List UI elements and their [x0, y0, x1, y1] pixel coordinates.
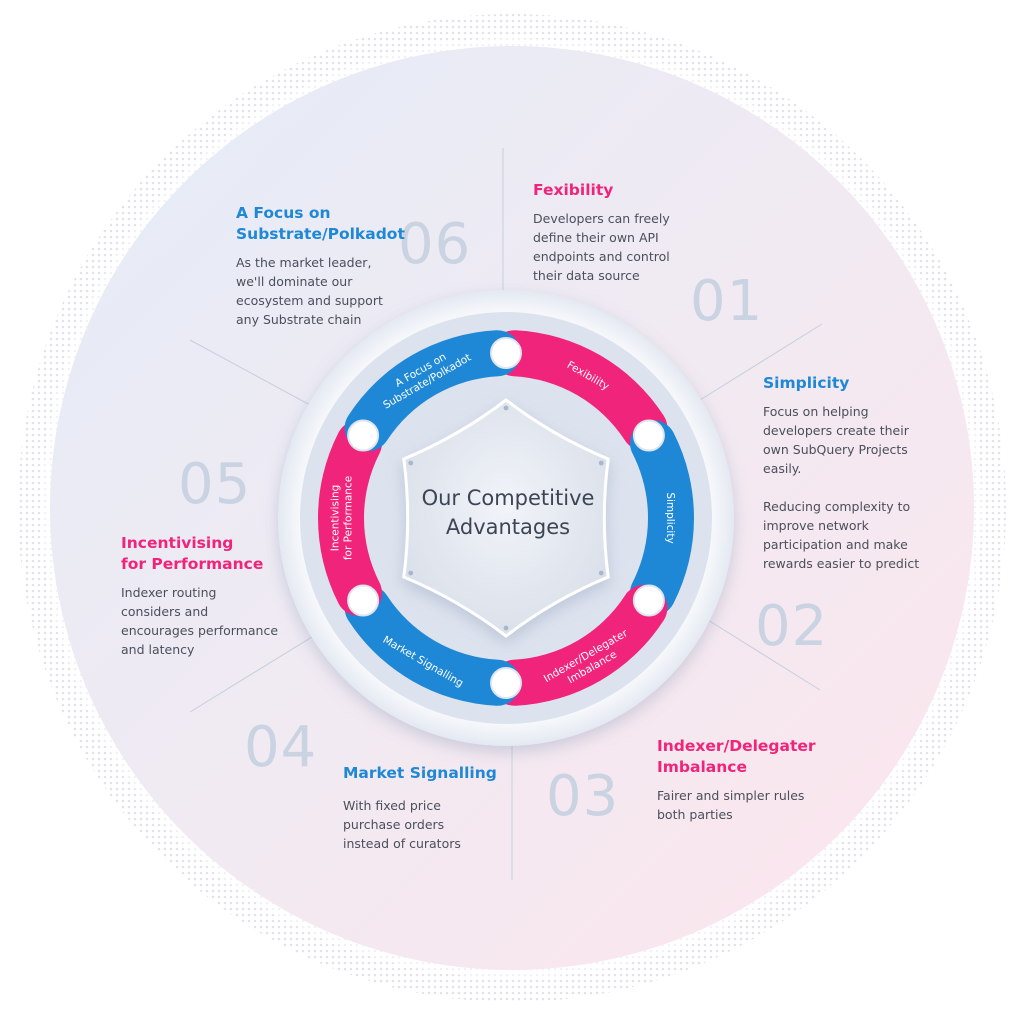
- ring-segment-02: [630, 420, 694, 616]
- title-line: Market Signalling: [343, 764, 497, 782]
- advantage-title: A Focus on Substrate/Polkadot: [236, 203, 436, 245]
- advantage-description: With fixed price purchase orders instead…: [343, 796, 543, 853]
- hex-corner-dot: [598, 570, 604, 576]
- desc-line: [763, 478, 963, 497]
- desc-line: define their own API: [533, 230, 659, 245]
- desc-line: own SubQuery Projects: [763, 442, 908, 457]
- desc-line: Fairer and simpler rules: [657, 788, 805, 803]
- desc-line: Reducing complexity to: [763, 499, 911, 514]
- desc-line: both parties: [657, 807, 733, 822]
- ring-label-line: Simplicity: [664, 492, 676, 543]
- ring-label-02: Simplicity: [664, 492, 676, 543]
- advantage-title: Indexer/Delegater Imbalance: [657, 736, 857, 778]
- hex-corner-dot: [503, 625, 509, 631]
- step-number-02: 02: [755, 594, 829, 659]
- desc-line: instead of curators: [343, 836, 461, 851]
- advantage-description: Focus on helping developers create their…: [763, 402, 963, 573]
- ring-connector-knob: [632, 419, 665, 452]
- desc-line: considers and: [121, 604, 209, 619]
- ring-segment-01: [491, 330, 668, 452]
- center-title: Our Competitive Advantages: [392, 484, 624, 542]
- desc-line: rewards easier to predict: [763, 556, 920, 571]
- advantage-indexer-delegater-imbalance: Indexer/Delegater Imbalance Fairer and s…: [657, 736, 857, 824]
- step-number-06: 06: [398, 212, 472, 277]
- advantage-simplicity: Simplicity Focus on helping developers c…: [763, 373, 963, 573]
- desc-line: improve network: [763, 518, 869, 533]
- ring-connector-knob: [347, 584, 380, 617]
- desc-line: Focus on helping: [763, 404, 869, 419]
- advantage-focus-on-substrate-polkadot: A Focus on Substrate/Polkadot As the mar…: [236, 203, 436, 329]
- advantage-title: Simplicity: [763, 373, 963, 394]
- title-line: Incentivising: [121, 534, 234, 552]
- desc-line: easily.: [763, 461, 802, 476]
- advantage-description: As the market leader, we'll dominate our…: [236, 253, 436, 329]
- center-title-line2: Advantages: [445, 515, 571, 539]
- desc-line: purchase orders: [343, 817, 445, 832]
- desc-line: endpoints and control: [533, 249, 670, 264]
- desc-line: As the market leader,: [236, 255, 372, 270]
- title-line: Substrate/Polkadot: [236, 225, 405, 243]
- advantage-description: Fairer and simpler rules both parties: [657, 786, 857, 824]
- advantage-incentivising-for-performance: Incentivising for Performance Indexer ro…: [121, 533, 321, 659]
- step-number-04: 04: [244, 715, 318, 780]
- hex-corner-dot: [408, 460, 414, 466]
- ring-connector-knob: [632, 584, 665, 617]
- step-number-01: 01: [690, 269, 764, 334]
- desc-line: ecosystem and support: [236, 293, 383, 308]
- hex-corner-dot: [598, 460, 604, 466]
- hex-corner-dot: [408, 570, 414, 576]
- center-title-line1: Our Competitive: [421, 486, 595, 510]
- advantage-description: Indexer routing considers and encourages…: [121, 583, 321, 659]
- center-hexagon: [402, 398, 610, 638]
- advantage-fexibility: Fexibility Developers can freely define …: [533, 180, 733, 285]
- step-number-05: 05: [178, 452, 252, 517]
- title-line: Fexibility: [533, 181, 614, 199]
- ring-segment-06: [344, 330, 521, 452]
- desc-line: and latency: [121, 642, 195, 657]
- title-line: Indexer/Delegater: [657, 737, 816, 755]
- ring-connector-knob: [490, 337, 522, 369]
- ring-label-line: Incentivising: [330, 485, 342, 552]
- ring-label-line: for Performance: [343, 476, 355, 560]
- ring-connector-knob: [490, 667, 522, 699]
- advantage-market-signalling: Market Signalling With fixed price purch…: [343, 763, 543, 853]
- desc-line: their data source: [533, 268, 640, 283]
- advantage-title: Incentivising for Performance: [121, 533, 321, 575]
- advantage-title: Fexibility: [533, 180, 733, 201]
- ring-connector-knob: [347, 419, 380, 452]
- title-line: Simplicity: [763, 374, 850, 392]
- ring-segment-05: [318, 420, 382, 616]
- desc-line: With fixed price: [343, 798, 441, 813]
- desc-line: participation and make: [763, 537, 908, 552]
- step-number-03: 03: [546, 764, 620, 829]
- hex-corner-dot: [503, 405, 509, 411]
- ring-segment-04: [344, 584, 521, 706]
- title-line: A Focus on: [236, 204, 331, 222]
- title-line: for Performance: [121, 555, 264, 573]
- desc-line: encourages performance: [121, 623, 279, 638]
- desc-line: Indexer routing: [121, 585, 217, 600]
- advantage-title: Market Signalling: [343, 763, 543, 784]
- ring-segment-03: [491, 584, 668, 706]
- ring-label-05: Incentivisingfor Performance: [330, 476, 355, 560]
- desc-line: any Substrate chain: [236, 312, 362, 327]
- desc-line: developers create their: [763, 423, 909, 438]
- desc-line: we'll dominate our: [236, 274, 353, 289]
- advantage-description: Developers can freely define their own A…: [533, 209, 733, 285]
- desc-line: Developers can freely: [533, 211, 670, 226]
- title-line: Imbalance: [657, 758, 747, 776]
